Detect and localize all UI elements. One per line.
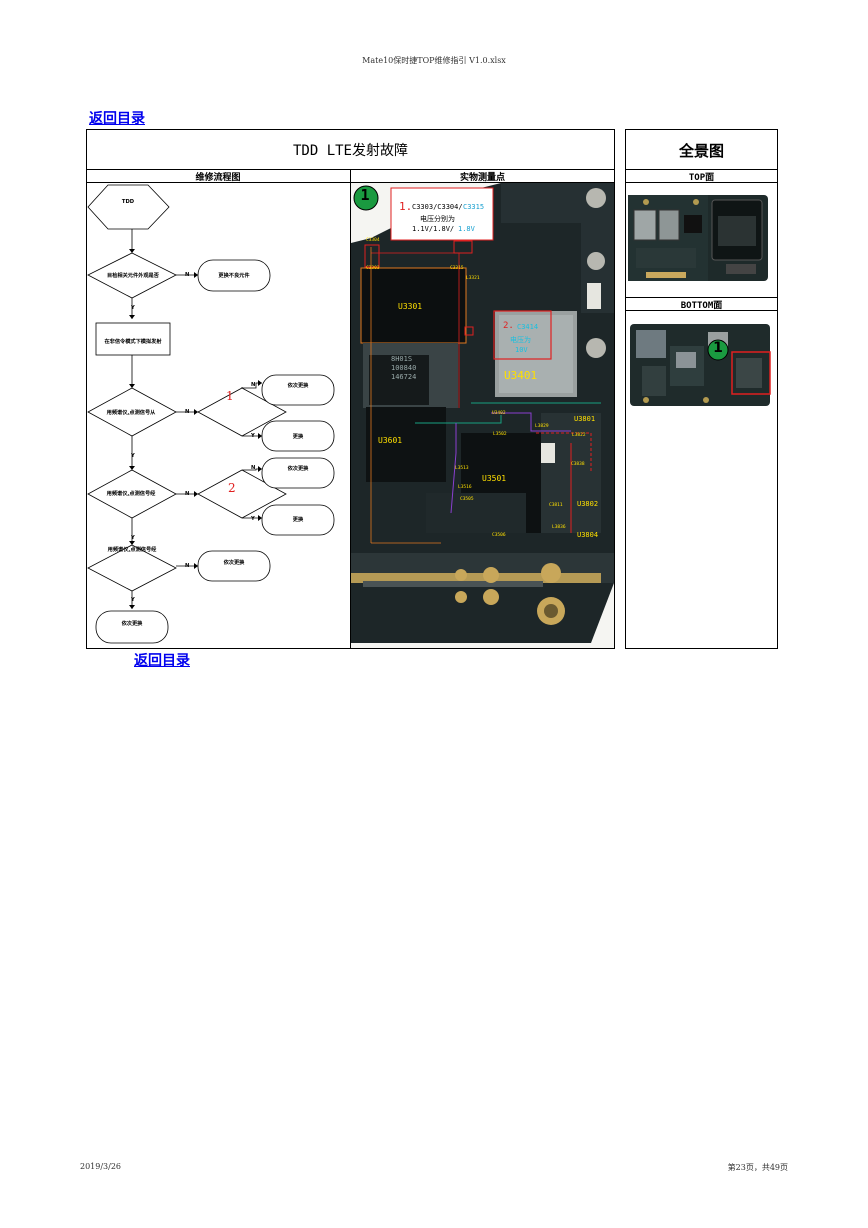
- note-1-voltages: 1.1V/1.8V/: [412, 225, 455, 233]
- chip-label-u3601: U3601: [378, 436, 403, 445]
- document-title: Mate10保时捷TOP维修指引 V1.0.xlsx: [362, 56, 506, 65]
- part-label-l3836: L3836: [552, 525, 566, 530]
- flow-no-label: N: [185, 491, 190, 497]
- chip-marking-1: 8H01S: [391, 355, 413, 363]
- part-label-c3506: C3506: [492, 533, 506, 538]
- chip-label-u3501: U3501: [482, 474, 507, 483]
- flow-replace-2: 更换: [292, 517, 304, 523]
- flow-yes-label: Y: [131, 453, 135, 459]
- flow-no-label: N: [185, 272, 190, 278]
- chip-label-u3804: U3804: [577, 531, 599, 539]
- flow-decision-number-1: 1: [226, 389, 234, 403]
- chip-label-u3802: U3802: [577, 500, 599, 508]
- note-1-voltage-cyan: 1.8V: [458, 225, 475, 233]
- repair-flowchart: [87, 184, 335, 644]
- flow-replace-in-order-1: 依次更换: [287, 383, 309, 389]
- part-label-l3516: L3516: [458, 485, 472, 490]
- flow-replace-in-order-2: 依次更换: [287, 466, 309, 472]
- footer-date: 2019/3/26: [80, 1162, 122, 1171]
- top-side-board-image: [628, 195, 768, 281]
- note-2-part: C3414: [517, 323, 539, 331]
- flow-no-label: N: [185, 409, 190, 415]
- note-1-part-cyan: C3315: [463, 203, 485, 211]
- note-2-voltage: 10V: [515, 346, 528, 354]
- flowchart-header: 维修流程图: [195, 173, 241, 183]
- chip-label-u3801: U3801: [574, 415, 596, 423]
- bottom-side-label: BOTTOM面: [680, 301, 723, 311]
- top-side-label: TOP面: [688, 173, 715, 183]
- flow-start-node: TDD: [121, 199, 135, 205]
- divider: [350, 169, 351, 649]
- flow-end-node: 依次更换: [121, 621, 143, 627]
- panorama-title: 全景图: [678, 142, 724, 160]
- divider: [625, 182, 778, 183]
- flow-check-appearance: 目检相关元件外观是否: [107, 273, 159, 279]
- chip-label-u3301: U3301: [398, 302, 423, 311]
- note-1-parts: C3303/C3304/: [412, 203, 463, 211]
- flow-yes-label: Y: [131, 597, 135, 603]
- note-1-number: 1.: [399, 200, 413, 213]
- flow-no-label: N: [185, 563, 190, 569]
- divider: [625, 169, 778, 170]
- part-label-l3829: L3829: [535, 424, 549, 429]
- bottom-board-marker: 1: [713, 340, 723, 356]
- part-label-c3811: C3811: [549, 503, 563, 508]
- flow-no-label: N: [251, 382, 256, 388]
- flow-simulate-transmit: 在非信令模式下模拟发射: [104, 339, 162, 345]
- part-label-c3505: C3505: [460, 497, 474, 502]
- chip-label-u3401: U3401: [504, 369, 538, 382]
- flow-yes-label: Y: [251, 516, 255, 522]
- part-label-c3304: C3304: [366, 238, 380, 243]
- part-label-u3402: U3402: [492, 411, 506, 416]
- flow-replace-bad-part: 更换不良元件: [218, 273, 250, 279]
- note-2-number: 2.: [503, 321, 514, 331]
- bottom-side-board-image: [630, 324, 771, 406]
- flow-no-label: N: [251, 465, 256, 471]
- pcb-measure-point-image: [351, 183, 614, 648]
- pcb-marker: 1: [360, 186, 370, 204]
- part-label-l3822: L3822: [572, 433, 586, 438]
- part-label-l3513: L3513: [455, 466, 469, 471]
- divider: [625, 297, 778, 298]
- part-label-c3315: C3315: [450, 266, 464, 271]
- back-to-contents-link-bottom[interactable]: 返回目录: [134, 653, 190, 669]
- part-label-c3303: C3303: [366, 266, 380, 271]
- chip-marking-2: 100840: [391, 364, 417, 372]
- footer-page-number: 第23页，共49页: [727, 1163, 788, 1172]
- flow-replace-in-order-3: 依次更换: [223, 560, 245, 566]
- flow-measure-signal-3: 用频谱仪,点测信号经: [107, 547, 157, 553]
- flow-yes-label: Y: [131, 535, 135, 541]
- flow-replace-1: 更换: [292, 434, 304, 440]
- flow-decision-number-2: 2: [228, 481, 236, 495]
- main-panel-title: TDD LTE发射故障: [292, 143, 408, 159]
- measure-points-header: 实物测量点: [459, 173, 505, 183]
- note-1-voltage-label: 电压分别为: [420, 215, 455, 223]
- part-label-c3838: C3838: [571, 462, 585, 467]
- back-to-contents-link-top[interactable]: 返回目录: [89, 111, 145, 127]
- part-label-l3502: L3502: [493, 432, 507, 437]
- flow-measure-signal-2: 用频谱仪,点测信号经: [106, 491, 156, 497]
- flow-measure-signal-1: 用频谱仪,点测信号从: [106, 410, 156, 416]
- part-label-l3321: L3321: [466, 276, 480, 281]
- note-2-voltage-label: 电压为: [510, 336, 531, 344]
- flow-yes-label: Y: [131, 305, 135, 311]
- chip-marking-3: 146724: [391, 373, 417, 381]
- divider: [625, 310, 778, 311]
- flow-yes-label: Y: [251, 433, 255, 439]
